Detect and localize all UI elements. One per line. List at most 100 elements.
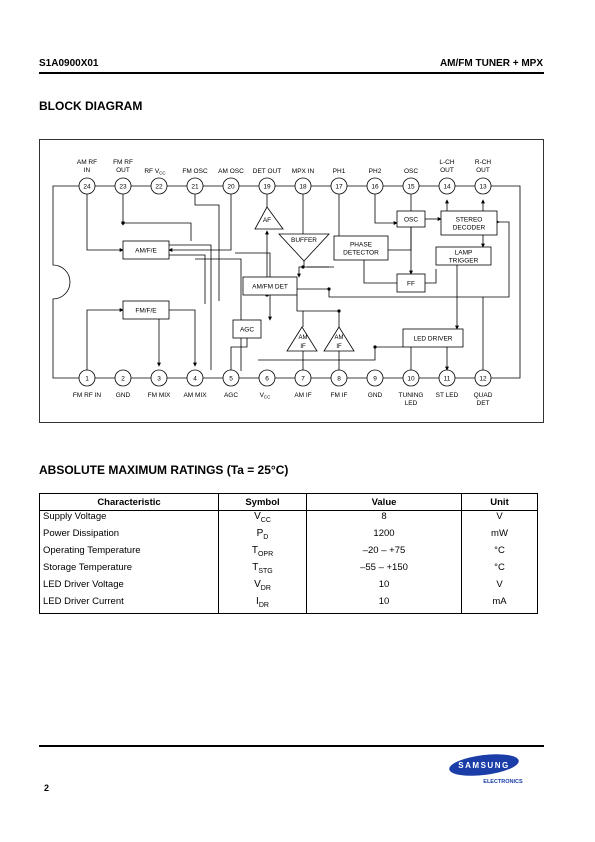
pin-label-14: L-CH xyxy=(439,159,454,166)
agc-block-label: AGC xyxy=(240,326,254,333)
col-unit: Unit xyxy=(461,493,538,511)
pin-label-10: TUNING xyxy=(399,392,424,399)
pin-2 xyxy=(114,369,132,387)
pin-number: 24 xyxy=(83,184,91,191)
logo-word: SAMSUNG xyxy=(458,761,509,770)
pin-label-24: AM RF xyxy=(77,159,97,166)
wire-ff-pd xyxy=(363,260,397,284)
pin-1 xyxy=(78,369,96,387)
wire-pin20-amfe xyxy=(168,194,232,252)
junction-dot xyxy=(337,309,341,313)
pin-label-1: FM RF IN xyxy=(73,392,101,399)
wire-ff-lamp xyxy=(425,269,437,284)
cell-value: 10 xyxy=(306,596,462,614)
pin-number: 21 xyxy=(191,184,199,191)
ff-block-label: FF xyxy=(407,280,415,287)
wire-pin1-fmfe xyxy=(86,308,124,370)
page-number: 2 xyxy=(44,783,50,793)
junction-dot xyxy=(373,345,377,349)
cell-unit: °C xyxy=(461,545,538,562)
pin-label-11: ST LED xyxy=(436,392,459,399)
cell-symbol: TOPR xyxy=(218,545,307,562)
pin-number: 15 xyxy=(407,184,415,191)
pin-number: 12 xyxy=(479,376,487,383)
pin-4 xyxy=(186,369,204,387)
wire-fmfe-ammix xyxy=(169,309,197,367)
pin-number: 17 xyxy=(335,184,343,191)
footer-rule xyxy=(39,745,544,747)
cell-characteristic: LED Driver Voltage xyxy=(39,579,219,596)
pin-number: 3 xyxy=(157,376,161,383)
pin-label-2: GND xyxy=(116,392,131,399)
pin-label-12: QUAD xyxy=(474,392,493,399)
cell-characteristic: Supply Voltage xyxy=(39,510,219,528)
af-amp xyxy=(254,206,284,230)
header-rule xyxy=(39,72,544,74)
pin-19 xyxy=(258,177,276,195)
wire-amfe-ammix xyxy=(169,244,212,370)
cell-unit: mW xyxy=(461,528,538,545)
fm-if-amp-label-2: IF xyxy=(336,344,342,350)
pin-label-3: FM MIX xyxy=(148,392,171,399)
af-amp-label: AF xyxy=(263,217,271,224)
col-value: Value xyxy=(306,493,462,511)
pin-3 xyxy=(150,369,168,387)
wire-stereo-right xyxy=(497,221,510,298)
pin-number: 8 xyxy=(337,376,341,383)
pin-label-18: MPX IN xyxy=(292,168,315,175)
wire-agc-pin5 xyxy=(230,338,248,370)
pin-11 xyxy=(438,369,456,387)
pin-label-14-l2: OUT xyxy=(440,167,454,174)
diagram-border xyxy=(39,139,544,423)
pin-14 xyxy=(438,177,456,195)
pin-label-19: DET OUT xyxy=(253,168,281,175)
diagram-blocks: AM/F/EFM/F/EAM/FM DETAGCPHASEDETECTOROSC… xyxy=(122,206,498,352)
pin-label-5: AGC xyxy=(224,392,238,399)
junction-dot xyxy=(121,221,125,225)
fm-fe-block xyxy=(122,300,170,320)
pin-label-12-l2: DET xyxy=(477,400,490,407)
product-title: AM/FM TUNER + MPX xyxy=(439,58,543,69)
pin-number: 19 xyxy=(263,184,271,191)
pin-label-13-l2: OUT xyxy=(476,167,490,174)
pin-number: 13 xyxy=(479,184,487,191)
am-if-amp-label: AM xyxy=(299,335,308,341)
pin-number: 16 xyxy=(371,184,379,191)
phase-detector-block-label: DETECTOR xyxy=(343,249,379,256)
pin-number: 18 xyxy=(299,184,307,191)
cell-unit: mA xyxy=(461,596,538,614)
pin-21 xyxy=(186,177,204,195)
phase-detector-block-label: PHASE xyxy=(350,241,373,248)
agc-block xyxy=(232,319,262,339)
wire-pin21-fmfe xyxy=(194,194,220,301)
pin-label-4: AM MIX xyxy=(183,392,207,399)
pin-number: 2 xyxy=(121,376,125,383)
cell-symbol: PD xyxy=(218,528,307,545)
block-diagram: AM/F/EFM/F/EAM/FM DETAGCPHASEDETECTOROSC… xyxy=(39,139,544,423)
cell-value: 10 xyxy=(306,579,462,596)
buffer-amp xyxy=(278,233,330,262)
wire-pd-osc xyxy=(388,227,412,251)
pin-number: 20 xyxy=(227,184,235,191)
ff-block xyxy=(396,273,426,293)
cell-symbol: VDR xyxy=(218,579,307,596)
pin-number: 11 xyxy=(444,376,451,383)
wire-buffer-det xyxy=(297,261,305,278)
wire-det-fmif xyxy=(296,295,340,327)
osc-block-label: OSC xyxy=(404,216,418,223)
cell-characteristic: Operating Temperature xyxy=(39,545,219,562)
pin-6 xyxy=(258,369,276,387)
pin-number: 10 xyxy=(407,376,415,383)
cell-value: –55 – +150 xyxy=(306,562,462,579)
pin-20 xyxy=(222,177,240,195)
part-number: S1A0900X01 xyxy=(39,58,99,69)
pin-number: 23 xyxy=(119,184,127,191)
wire-pin24-amfe xyxy=(86,194,124,252)
logo-sub: ELECTRONICS xyxy=(483,779,523,785)
ratings-table: Characteristic Symbol Value Unit Supply … xyxy=(39,493,538,614)
pin-number: 22 xyxy=(155,184,163,191)
